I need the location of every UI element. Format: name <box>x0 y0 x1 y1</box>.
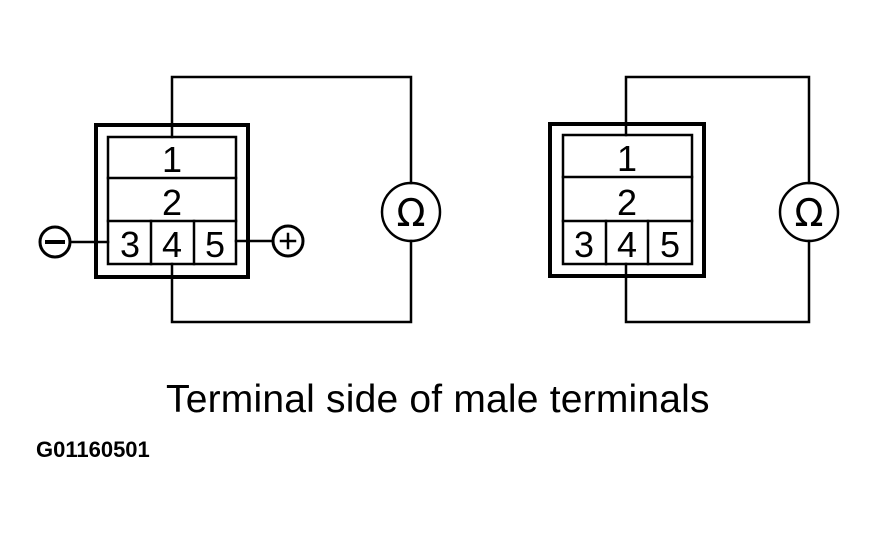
ohm-symbol: Ω <box>396 191 425 235</box>
terminal-3-label: 3 <box>120 224 140 265</box>
ohmmeter-icon <box>778 181 840 243</box>
right-diagram <box>548 75 840 324</box>
terminal-4-label: 4 <box>162 224 182 265</box>
negative-terminal-icon <box>38 225 72 259</box>
left-connector-housing <box>94 123 250 279</box>
figure-id: G01160501 <box>36 437 150 462</box>
positive-terminal-icon <box>271 224 305 258</box>
left-meter-wire-top <box>170 75 413 185</box>
right-connector-face <box>561 133 694 266</box>
terminal-1-label: 1 <box>617 138 637 179</box>
terminal-5-label: 5 <box>660 224 680 265</box>
terminal-1-label: 1 <box>162 139 182 180</box>
ohmmeter-icon <box>380 181 442 243</box>
terminal-4-label: 4 <box>617 224 637 265</box>
left-connector-face <box>106 135 238 266</box>
right-meter-wire-top <box>624 75 811 185</box>
left-diagram <box>38 75 442 324</box>
terminal-3-label: 3 <box>574 224 594 265</box>
right-connector-housing <box>548 122 706 278</box>
terminal-2-label: 2 <box>162 182 182 223</box>
left-meter-wire-bottom <box>170 239 413 324</box>
terminal-5-label: 5 <box>205 224 225 265</box>
ohm-symbol: Ω <box>794 191 823 235</box>
right-meter-wire-bottom <box>624 239 811 324</box>
diagram-caption: Terminal side of male terminals <box>166 378 710 421</box>
terminal-2-label: 2 <box>617 182 637 223</box>
